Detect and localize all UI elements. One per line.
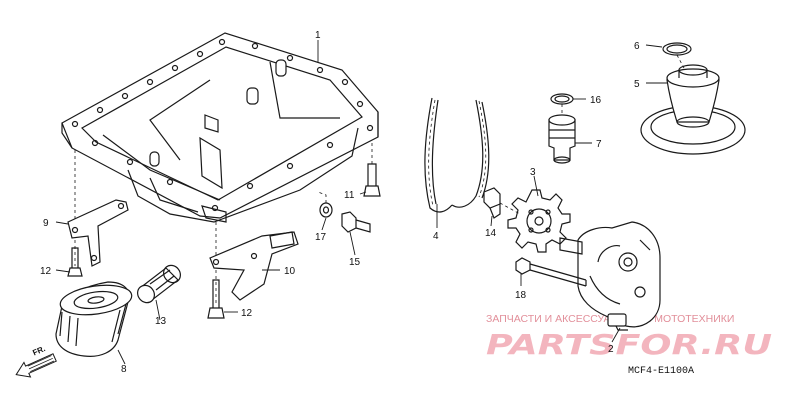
oil-pan-bracket-lower [209, 231, 299, 301]
oil-pump-sprocket [507, 189, 571, 253]
leader-lines [55, 40, 668, 365]
callout-9: 9 [43, 218, 49, 229]
pump-mounting-bolt [515, 257, 587, 287]
relief-valve [548, 114, 576, 164]
drain-bolt [341, 211, 371, 233]
callout-6: 6 [634, 41, 640, 52]
callout-10: 10 [284, 266, 296, 277]
assembly-lines [74, 54, 685, 306]
callout-1: 1 [315, 30, 321, 41]
callout-8: 8 [121, 364, 127, 375]
oil-pump [559, 221, 661, 331]
oil-filter-union [137, 264, 181, 304]
callout-15: 15 [349, 257, 361, 268]
callout-7: 7 [596, 139, 602, 150]
callout-12-right: 12 [241, 308, 253, 319]
oil-pan-bolt-long [363, 140, 381, 197]
callout-numbers: 1 2 3 4 5 6 7 8 9 10 11 12 12 13 14 15 1… [40, 30, 640, 375]
oil-filter [55, 281, 133, 357]
bracket-bolt-right [207, 279, 225, 319]
front-label: FR. [31, 344, 46, 357]
watermark: ЗАПЧАСТИ И АКСЕССУАРЫ ДЛЯ МОТОТЕХНИКИ PA… [486, 313, 772, 361]
sprocket-bolt [483, 187, 501, 219]
callout-5: 5 [634, 79, 640, 90]
callout-17: 17 [315, 232, 327, 243]
callout-4: 4 [433, 231, 439, 242]
watermark-brand: PARTSFOR.RU [486, 328, 772, 361]
relief-valve-o-ring [550, 93, 574, 105]
oil-strainer [640, 64, 746, 155]
callout-2: 2 [608, 344, 614, 355]
o-ring [662, 42, 692, 56]
callout-18: 18 [515, 290, 527, 301]
oil-pump-drive-chain [424, 97, 490, 213]
callout-11: 11 [344, 190, 355, 201]
callout-3: 3 [530, 167, 536, 178]
oil-pan [61, 32, 379, 223]
diagram-code: MCF4-E1100A [628, 366, 694, 377]
callout-13: 13 [155, 316, 167, 327]
front-direction-arrow: FR. [15, 344, 57, 378]
callout-14: 14 [485, 228, 497, 239]
drain-bolt-washer [319, 202, 333, 218]
callout-12-left: 12 [40, 266, 52, 277]
callout-16: 16 [590, 95, 602, 106]
oil-pan-bracket [67, 199, 129, 267]
